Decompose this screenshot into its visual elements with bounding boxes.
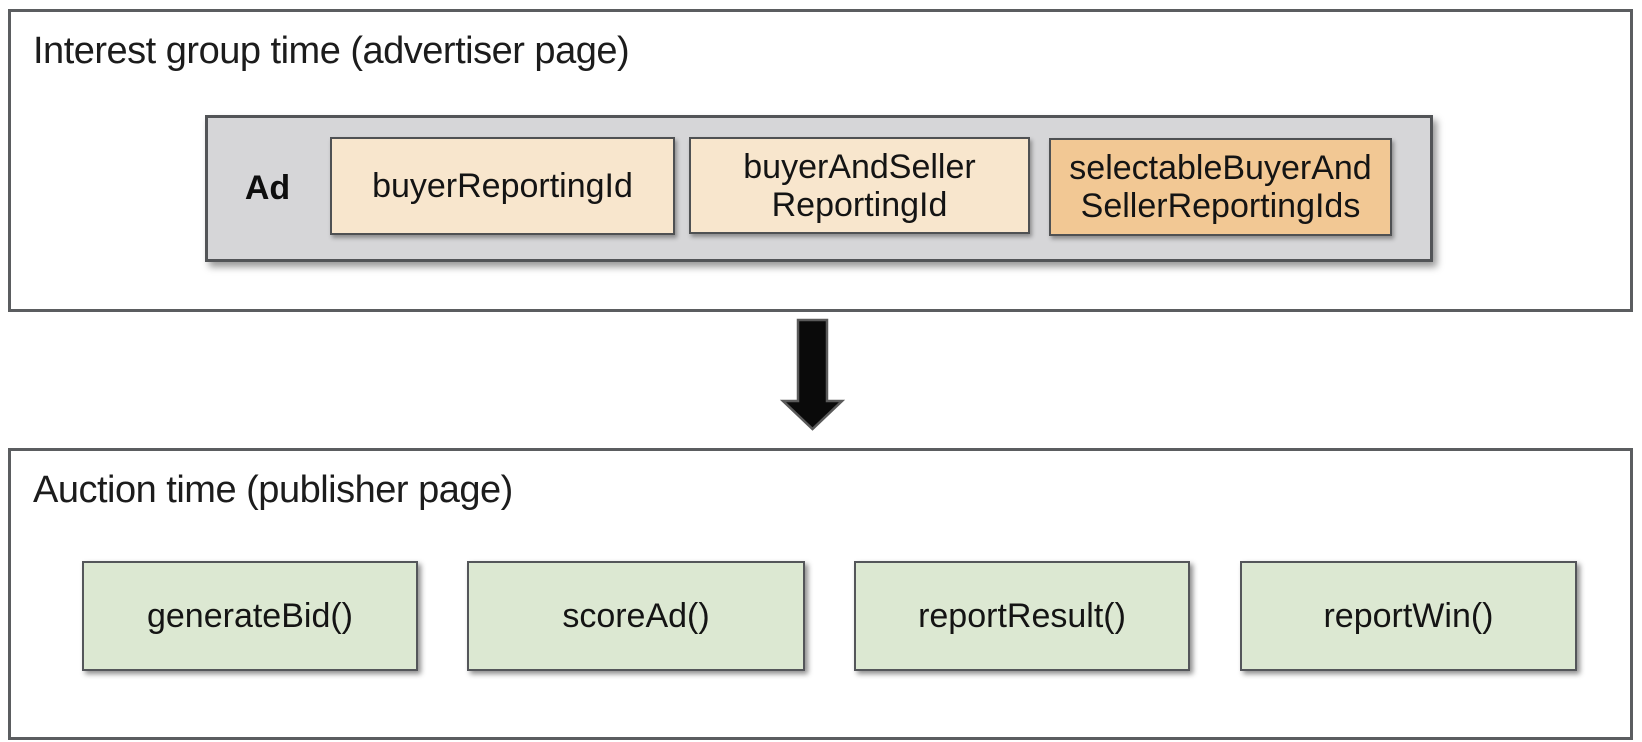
selectable-buyer-and-seller-reporting-ids-label-line2: SellerReportingIds <box>1080 187 1361 225</box>
buyer-reporting-id-box: buyerReportingId <box>330 137 675 235</box>
report-win-box: reportWin() <box>1240 561 1577 671</box>
down-arrow-icon <box>779 318 846 432</box>
buyer-reporting-id-label: buyerReportingId <box>372 167 633 205</box>
buyer-and-seller-reporting-id-label-line2: ReportingId <box>771 185 948 224</box>
generate-bid-label: generateBid() <box>146 596 353 635</box>
selectable-buyer-and-seller-reporting-ids-label-line1: selectableBuyerAnd <box>1069 149 1372 187</box>
score-ad-label: scoreAd() <box>562 596 710 635</box>
score-ad-box: scoreAd() <box>467 561 805 671</box>
generate-bid-box: generateBid() <box>82 561 418 671</box>
report-result-label: reportResult() <box>918 596 1126 635</box>
interest-group-time-title: Interest group time (advertiser page) <box>33 30 630 72</box>
auction-time-title: Auction time (publisher page) <box>33 469 513 511</box>
ad-label: Ad <box>244 169 291 207</box>
buyer-and-seller-reporting-id-box: buyerAndSeller ReportingId <box>689 137 1030 234</box>
buyer-and-seller-reporting-id-label-line1: buyerAndSeller <box>743 147 976 186</box>
report-result-box: reportResult() <box>854 561 1190 671</box>
selectable-buyer-and-seller-reporting-ids-box: selectableBuyerAnd SellerReportingIds <box>1049 138 1392 236</box>
report-win-label: reportWin() <box>1323 596 1494 635</box>
